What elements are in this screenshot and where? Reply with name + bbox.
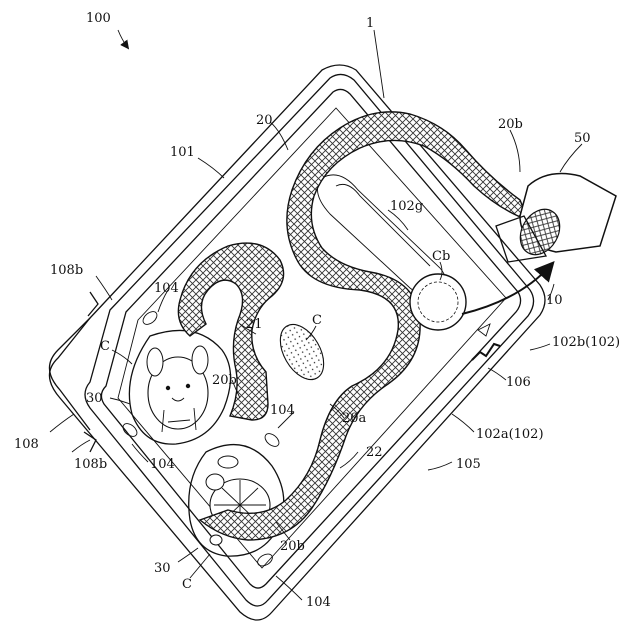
label-102a: 102a(102) <box>476 427 544 442</box>
label-108b-bottom: 108b <box>74 457 107 472</box>
label-106: 106 <box>506 375 531 390</box>
label-50: 50 <box>574 131 591 146</box>
hole-104-a <box>141 309 160 327</box>
label-104-c: 104 <box>150 457 175 472</box>
label-22: 22 <box>366 445 383 460</box>
rabbit-ear-left <box>147 348 163 376</box>
recess-102g-inner <box>336 184 430 266</box>
label-104-d: 104 <box>306 595 331 610</box>
label-105: 105 <box>456 457 481 472</box>
label-cb: Cb <box>432 249 450 264</box>
hanging-tab-108 <box>49 318 90 430</box>
rabbit-ear-right <box>192 346 208 374</box>
label-10: 10 <box>546 293 563 308</box>
label-104-a: 104 <box>154 281 179 296</box>
label-20b-middle: 20b <box>212 373 237 388</box>
label-102g: 102g <box>390 199 423 214</box>
rabbit-eye-right <box>186 384 190 388</box>
hole-104-d <box>256 552 275 569</box>
label-102b: 102b(102) <box>552 335 620 350</box>
label-100: 100 <box>86 11 111 26</box>
capsule-c-middle <box>271 317 332 387</box>
turtle-hat <box>218 456 238 468</box>
label-20b-bottom: 20b <box>280 539 305 554</box>
label-c-middle: C <box>312 313 322 328</box>
label-108b-top: 108b <box>50 263 83 278</box>
triangle-mark <box>478 324 490 336</box>
label-c-bottom: C <box>182 577 192 592</box>
label-104-b: 104 <box>270 403 295 418</box>
label-20-top: 20 <box>256 113 273 128</box>
turtle-head <box>206 474 224 490</box>
label-21: 21 <box>246 317 263 332</box>
label-101: 101 <box>170 145 195 160</box>
removal-arrow <box>462 264 552 314</box>
label-30-bottom: 30 <box>154 561 171 576</box>
label-c-left: C <box>100 339 110 354</box>
reference-labels: 100 1 20 20b 50 101 102g Cb 108b 104 21 … <box>14 11 620 610</box>
turtle-foot <box>210 535 222 545</box>
label-108: 108 <box>14 437 39 452</box>
rabbit-eye-left <box>166 386 170 390</box>
label-20a: 20a <box>342 411 367 426</box>
label-1: 1 <box>366 16 374 31</box>
label-20b-top: 20b <box>498 117 523 132</box>
hole-104-c <box>263 431 282 449</box>
label-30-top: 30 <box>86 391 103 406</box>
tab-notch-top <box>88 292 98 316</box>
